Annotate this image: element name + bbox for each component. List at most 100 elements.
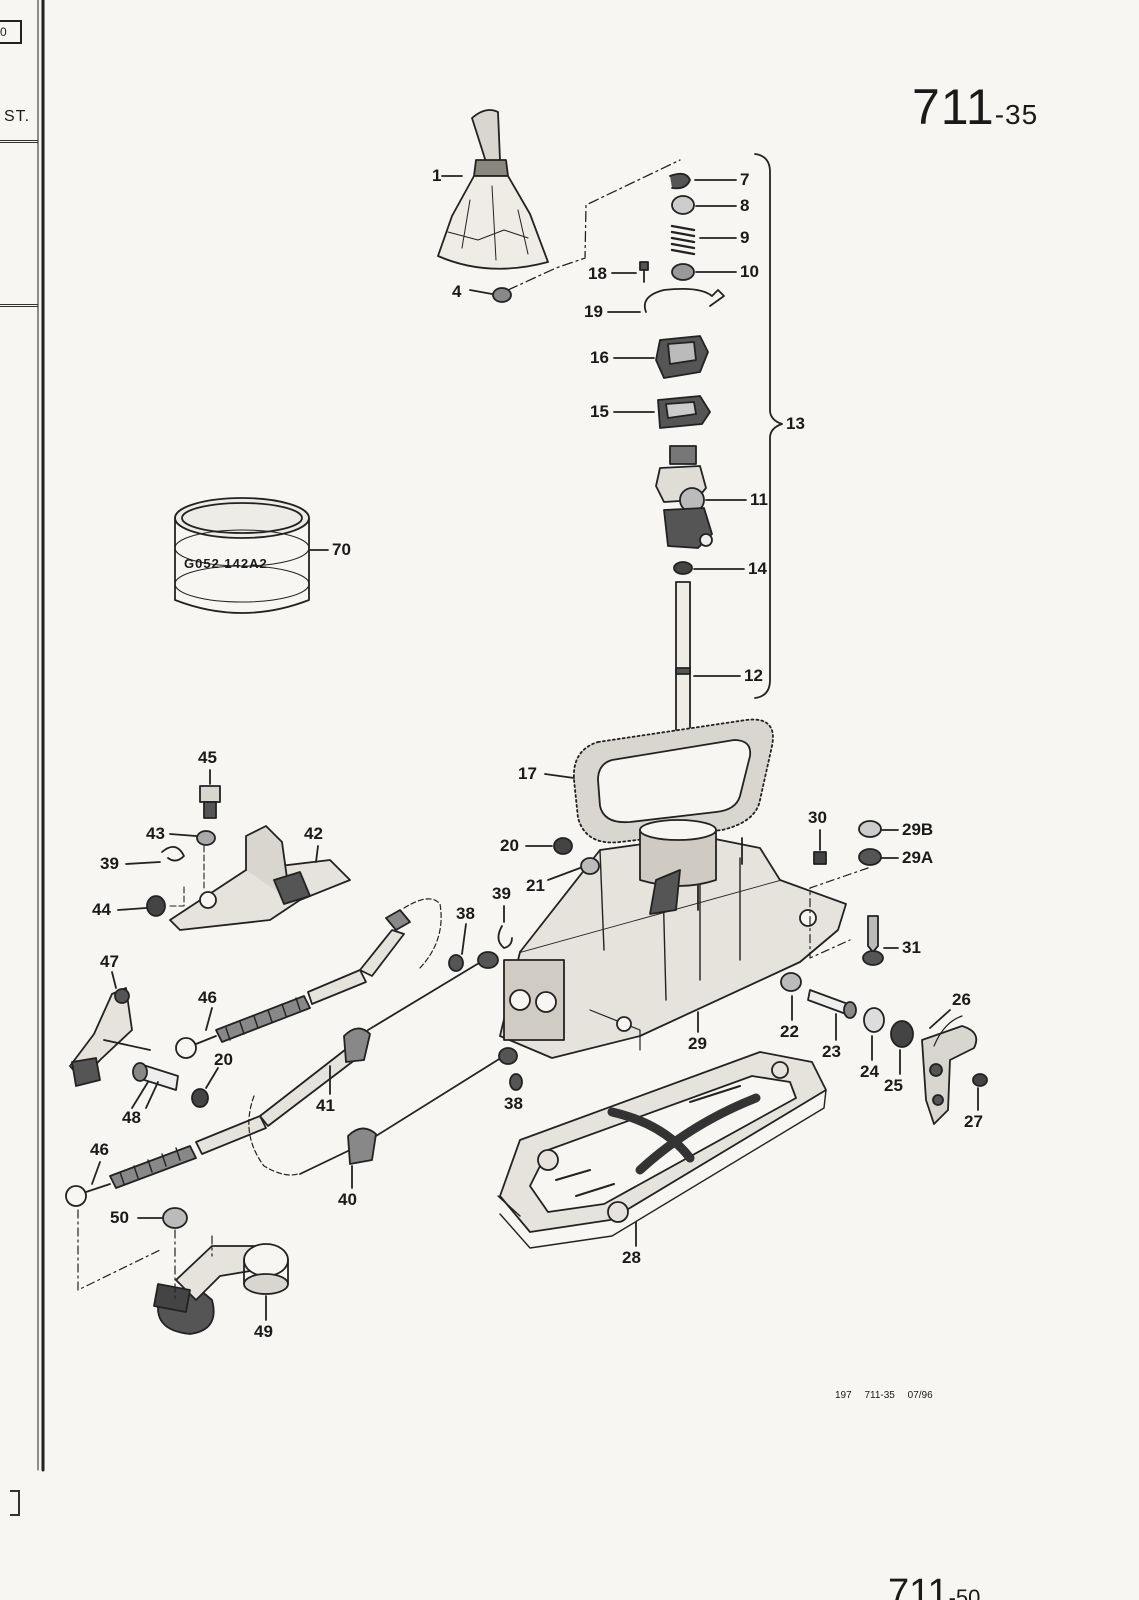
- callout-38a: 38: [456, 904, 475, 923]
- callout-28: 28: [622, 1248, 641, 1267]
- lever-26: [921, 1025, 978, 1125]
- bracket-13: [754, 153, 783, 699]
- cable-40: [248, 1047, 518, 1176]
- leader-17: [544, 773, 575, 779]
- bearing-seat: [671, 263, 695, 281]
- callout-39b: 39: [492, 884, 511, 903]
- callout-24: 24: [860, 1062, 879, 1081]
- next-page-number: 711-50: [888, 1572, 980, 1600]
- shift-housing: [499, 819, 847, 1059]
- pin-23: [807, 989, 857, 1019]
- callout-15: 15: [590, 402, 609, 421]
- clamp-ring: [643, 287, 725, 313]
- shift-cable-lower: [65, 951, 499, 1207]
- callout-38b: 38: [504, 1094, 523, 1113]
- leader-44: [117, 907, 147, 911]
- callout-49: 49: [254, 1322, 273, 1341]
- page-number-suffix: -35: [994, 99, 1039, 130]
- edge-box: 0: [0, 20, 22, 44]
- edge-rule-middle: [0, 304, 38, 307]
- circlip: [669, 172, 691, 190]
- washer-14: [673, 561, 693, 575]
- callout-45: 45: [198, 748, 217, 767]
- leader-38a: [461, 923, 467, 955]
- dashed-assembly-line-4: [507, 159, 681, 291]
- leader-26: [929, 1009, 951, 1029]
- callout-29A: 29A: [902, 848, 934, 867]
- callout-23: 23: [822, 1042, 841, 1061]
- bushing-22: [780, 972, 802, 992]
- spring: [670, 224, 696, 256]
- leader-21: [547, 867, 581, 881]
- edge-label: ST.: [4, 108, 31, 125]
- edge-box-label: 0: [0, 25, 7, 39]
- gate-bracket-42: [169, 825, 351, 931]
- callout-41: 41: [316, 1096, 335, 1115]
- callout-17: 17: [518, 764, 537, 783]
- nut-20b: [191, 1088, 209, 1108]
- callout-7: 7: [740, 170, 750, 189]
- mount-29A: [858, 848, 882, 866]
- leader-20b: [205, 1067, 219, 1089]
- leader-46b: [91, 1161, 101, 1185]
- bushing-44: [146, 895, 166, 917]
- dashed-line-29: [809, 867, 869, 959]
- next-page-number-suffix: -50: [948, 1585, 981, 1600]
- edge-rule-top: [0, 140, 38, 143]
- bushing-21: [580, 857, 600, 875]
- bolt-31: [862, 915, 884, 966]
- screw-27: [972, 1073, 988, 1087]
- lever-block: [655, 445, 713, 549]
- shift-knob-boot: [437, 109, 549, 270]
- spring-cup: [671, 195, 695, 215]
- dashed-line-49: [77, 1209, 213, 1301]
- callout-70: 70: [332, 540, 351, 559]
- relay-lever-47: [69, 987, 151, 1087]
- callout-14: 14: [748, 559, 767, 578]
- leader-48: [131, 1081, 159, 1109]
- bolt-45: [199, 785, 221, 819]
- callout-46b: 46: [90, 1140, 109, 1159]
- leader-46a: [205, 1007, 213, 1031]
- plug-30: [813, 851, 827, 865]
- washer-43: [196, 830, 216, 846]
- screw-20: [553, 837, 573, 855]
- nut-50: [162, 1207, 188, 1229]
- dashed-line-42: [169, 845, 205, 907]
- callout-4: 4: [452, 282, 462, 301]
- callout-46a: 46: [198, 988, 217, 1007]
- sealant-label: G052 142A2: [184, 556, 268, 571]
- callout-13: 13: [786, 414, 805, 433]
- callout-39a: 39: [100, 854, 119, 873]
- leader-4: [469, 289, 493, 295]
- callout-29: 29: [688, 1034, 707, 1053]
- guide-lower: [657, 395, 711, 429]
- callout-1: 1: [432, 166, 442, 185]
- footer-reference: 197 711-35 07/96: [835, 1390, 933, 1401]
- page-number-main: 711: [912, 79, 995, 135]
- spring-clip-26: [933, 1015, 963, 1047]
- callout-10: 10: [740, 262, 759, 281]
- base-plate-28: [497, 1051, 827, 1249]
- callout-8: 8: [740, 196, 750, 215]
- leader-47: [111, 971, 117, 989]
- callout-20b: 20: [214, 1050, 233, 1069]
- callout-30: 30: [808, 808, 827, 827]
- boot-clip: [492, 287, 512, 303]
- callout-44: 44: [92, 900, 111, 919]
- grommet-38a: [448, 954, 464, 972]
- leader-43: [169, 833, 197, 837]
- pin-48: [132, 1062, 179, 1091]
- clip-39b: [497, 925, 513, 949]
- callout-42: 42: [304, 824, 323, 843]
- callout-21: 21: [526, 876, 545, 895]
- callout-12: 12: [744, 666, 763, 685]
- sealant-can: [174, 497, 310, 614]
- page-number: 711-35: [912, 78, 1038, 136]
- clip-39a: [161, 846, 185, 862]
- callout-40: 40: [338, 1190, 357, 1209]
- callout-19: 19: [584, 302, 603, 321]
- guide-upper: [655, 335, 709, 379]
- selector-cable-upper: [175, 898, 442, 1059]
